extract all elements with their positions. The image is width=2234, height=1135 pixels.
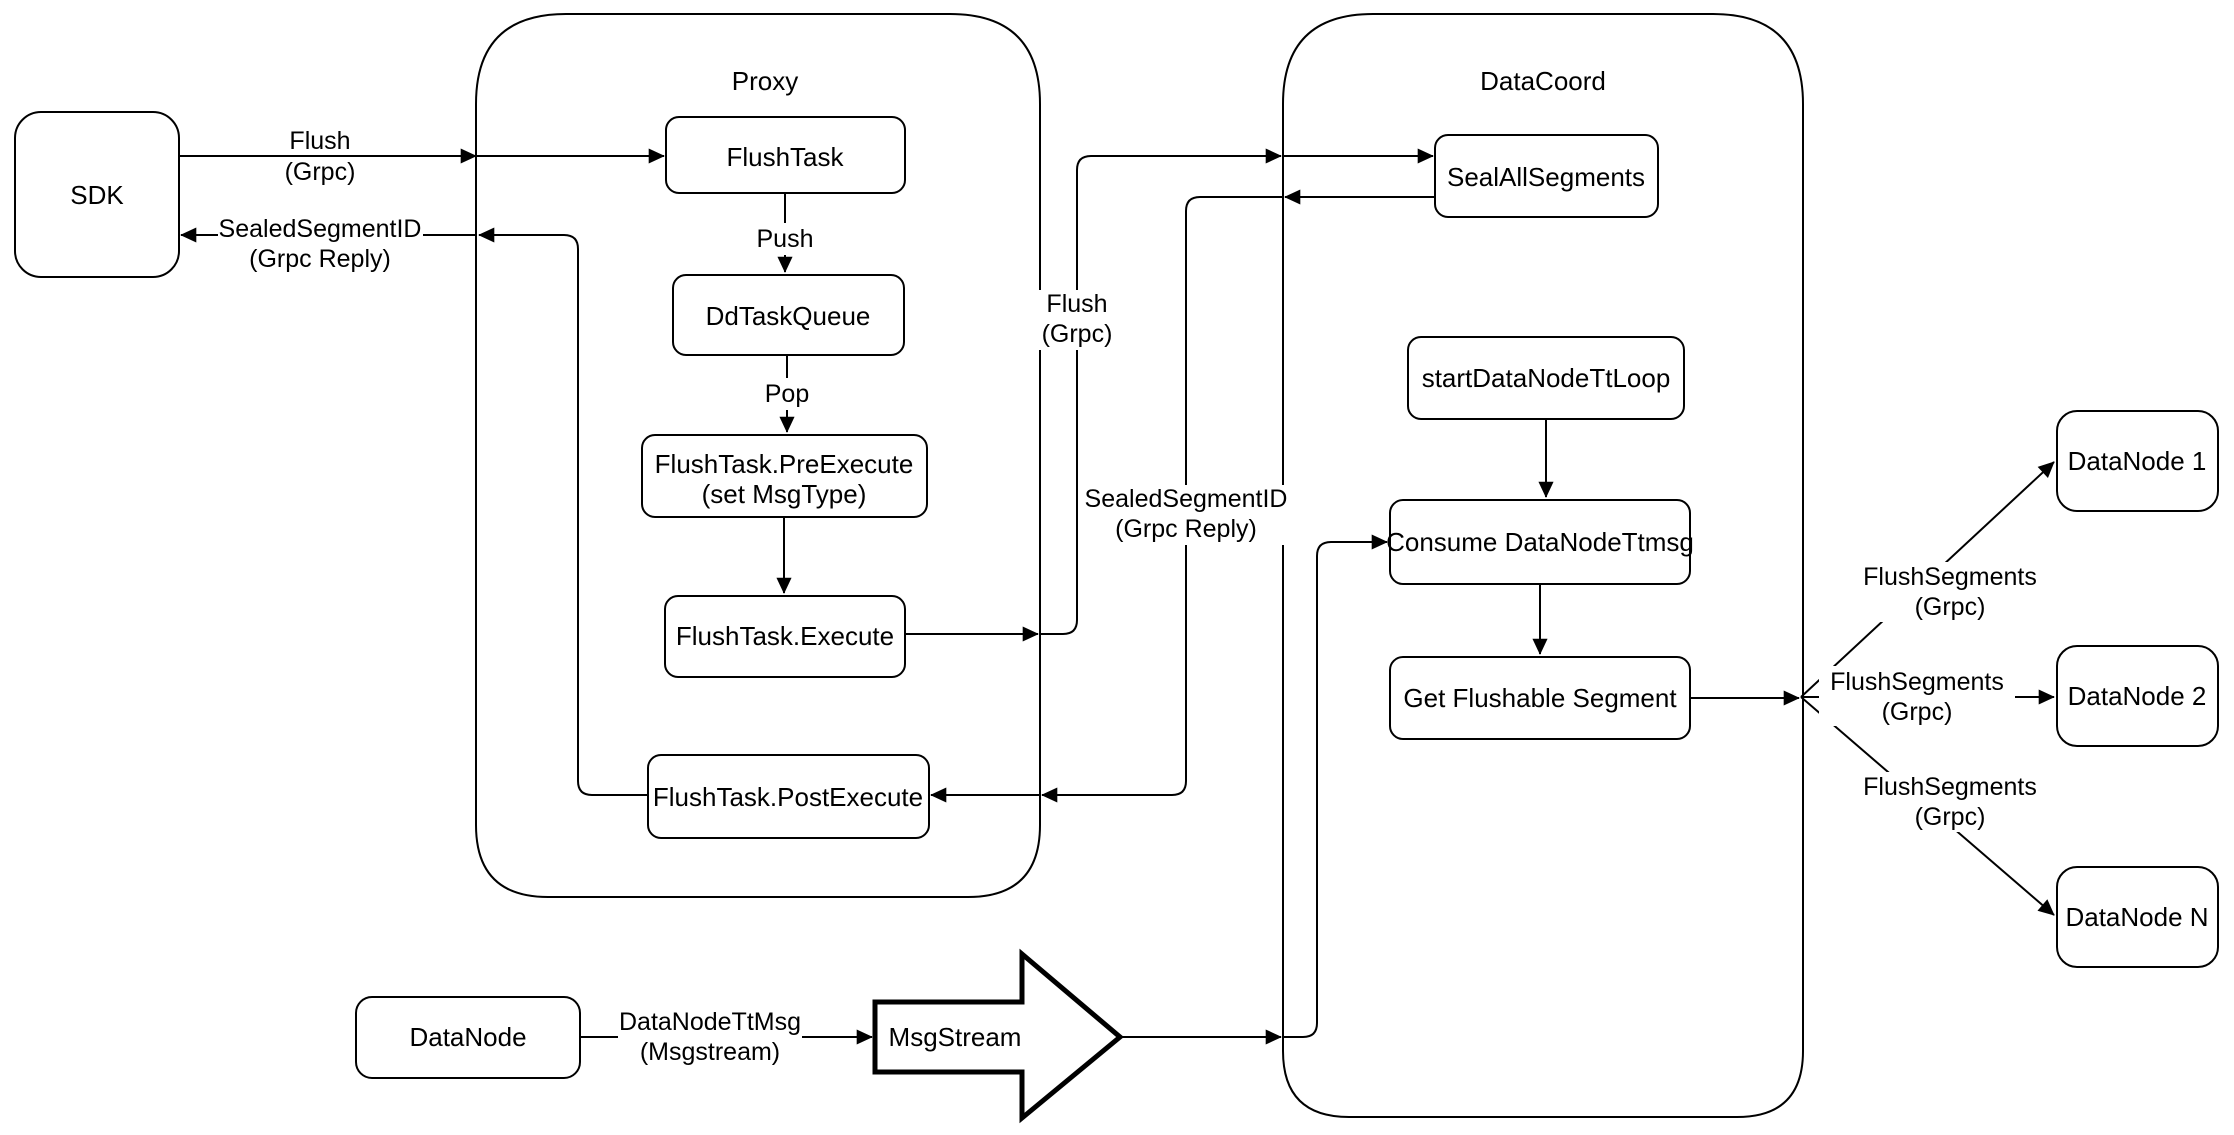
svg-text:Flush: Flush: [1046, 290, 1107, 318]
node-flushtask-postexecute: FlushTask.PostExecute: [647, 754, 930, 839]
svg-text:FlushSegments: FlushSegments: [1863, 773, 2037, 801]
edge-label-flush-mid: Flush (Grpc): [1032, 290, 1122, 350]
node-datanode-2: DataNode 2: [2056, 645, 2219, 747]
svg-text:FlushTask: FlushTask: [726, 142, 844, 172]
node-flushtask: FlushTask: [665, 116, 906, 194]
svg-text:(Grpc): (Grpc): [1915, 803, 1986, 831]
edge-label-flushsegments-1: FlushSegments (Grpc): [1852, 562, 2048, 622]
svg-text:SealAllSegments: SealAllSegments: [1447, 162, 1645, 192]
svg-text:FlushSegments: FlushSegments: [1863, 563, 2037, 591]
node-msgstream-block-arrow: MsgStream: [872, 948, 1124, 1124]
datacoord-container-outline: [1282, 13, 1804, 1118]
svg-text:(Grpc): (Grpc): [1882, 698, 1953, 726]
node-datanode: DataNode: [355, 996, 581, 1079]
svg-text:Consume DataNodeTtmsg: Consume DataNodeTtmsg: [1386, 527, 1694, 557]
svg-text:(Grpc): (Grpc): [285, 158, 356, 186]
svg-text:SDK: SDK: [70, 180, 124, 210]
node-datanode-1: DataNode 1: [2056, 410, 2219, 512]
svg-text:Push: Push: [757, 225, 814, 253]
edge-label-datanode-ttmsg: DataNodeTtMsg (Msgstream): [618, 1007, 802, 1067]
svg-text:(Grpc): (Grpc): [1915, 593, 1986, 621]
node-sdk: SDK: [14, 111, 180, 278]
datacoord-container-title: DataCoord: [1480, 66, 1606, 96]
svg-text:startDataNodeTtLoop: startDataNodeTtLoop: [1422, 363, 1671, 393]
svg-text:MsgStream: MsgStream: [889, 1022, 1022, 1052]
edge-label-flushsegments-2: FlushSegments (Grpc): [1819, 666, 2015, 726]
edge-label-push: Push: [751, 223, 819, 255]
nodes: SDK FlushTask DdTaskQueue FlushTask.PreE…: [14, 111, 2219, 1124]
svg-text:DataNode: DataNode: [409, 1022, 526, 1052]
proxy-container-title: Proxy: [732, 66, 798, 96]
svg-text:FlushSegments: FlushSegments: [1830, 668, 2004, 696]
svg-text:(Grpc Reply): (Grpc Reply): [1115, 515, 1257, 543]
msgstream-arrow-shape: [872, 948, 1124, 1124]
edge-flush-channel-to-datacoord: [1039, 148, 1282, 635]
edge-label-sealed-sdk: SealedSegmentID (Grpc Reply): [218, 215, 423, 273]
edge-label-sealed-mid: SealedSegmentID (Grpc Reply): [1084, 485, 1288, 545]
svg-text:DataNode 2: DataNode 2: [2068, 681, 2207, 711]
svg-text:(Msgstream): (Msgstream): [640, 1038, 780, 1066]
svg-text:(set MsgType): (set MsgType): [702, 479, 867, 509]
node-datanode-n: DataNode N: [2056, 866, 2219, 968]
svg-text:DdTaskQueue: DdTaskQueue: [706, 301, 871, 331]
svg-text:DataNodeTtMsg: DataNodeTtMsg: [619, 1008, 801, 1036]
edge-label-flush-sdk: Flush (Grpc): [278, 127, 364, 186]
node-consume-datanodettmsg: Consume DataNodeTtmsg: [1386, 499, 1694, 585]
svg-text:DataNode N: DataNode N: [2065, 902, 2208, 932]
node-get-flushable-segment: Get Flushable Segment: [1389, 656, 1691, 740]
svg-text:FlushTask.PreExecute: FlushTask.PreExecute: [655, 449, 914, 479]
svg-text:FlushTask.PostExecute: FlushTask.PostExecute: [653, 782, 923, 812]
edge-postexecute-to-proxy-edge: [478, 227, 648, 796]
svg-text:Pop: Pop: [765, 380, 809, 408]
node-flushtask-execute: FlushTask.Execute: [664, 595, 906, 678]
datacoord-container: DataCoord: [1282, 13, 1804, 1118]
svg-text:FlushTask.Execute: FlushTask.Execute: [676, 621, 894, 651]
svg-text:SealedSegmentID: SealedSegmentID: [1085, 485, 1288, 513]
node-ddtaskqueue: DdTaskQueue: [672, 274, 905, 356]
edge-label-flushsegments-n: FlushSegments (Grpc): [1852, 772, 2048, 832]
edge-msgstream-channel-to-consume: [1283, 534, 1388, 1038]
edge-labels: Flush (Grpc) SealedSegmentID (Grpc Reply…: [218, 127, 2048, 1067]
svg-text:DataNode 1: DataNode 1: [2068, 446, 2207, 476]
node-startdatanodettloop: startDataNodeTtLoop: [1407, 336, 1685, 420]
svg-text:(Grpc Reply): (Grpc Reply): [249, 245, 391, 273]
node-sealallsegments: SealAllSegments: [1434, 134, 1659, 218]
svg-text:SealedSegmentID: SealedSegmentID: [219, 215, 422, 243]
edges: [180, 148, 2055, 1045]
svg-text:(Grpc): (Grpc): [1042, 320, 1113, 348]
edge-label-pop: Pop: [757, 378, 819, 410]
proxy-container: Proxy: [475, 13, 1041, 898]
node-flushtask-preexecute: FlushTask.PreExecute (set MsgType): [641, 434, 928, 518]
svg-text:Get Flushable Segment: Get Flushable Segment: [1403, 683, 1677, 713]
svg-text:Flush: Flush: [289, 127, 350, 155]
proxy-container-outline: [475, 13, 1041, 898]
